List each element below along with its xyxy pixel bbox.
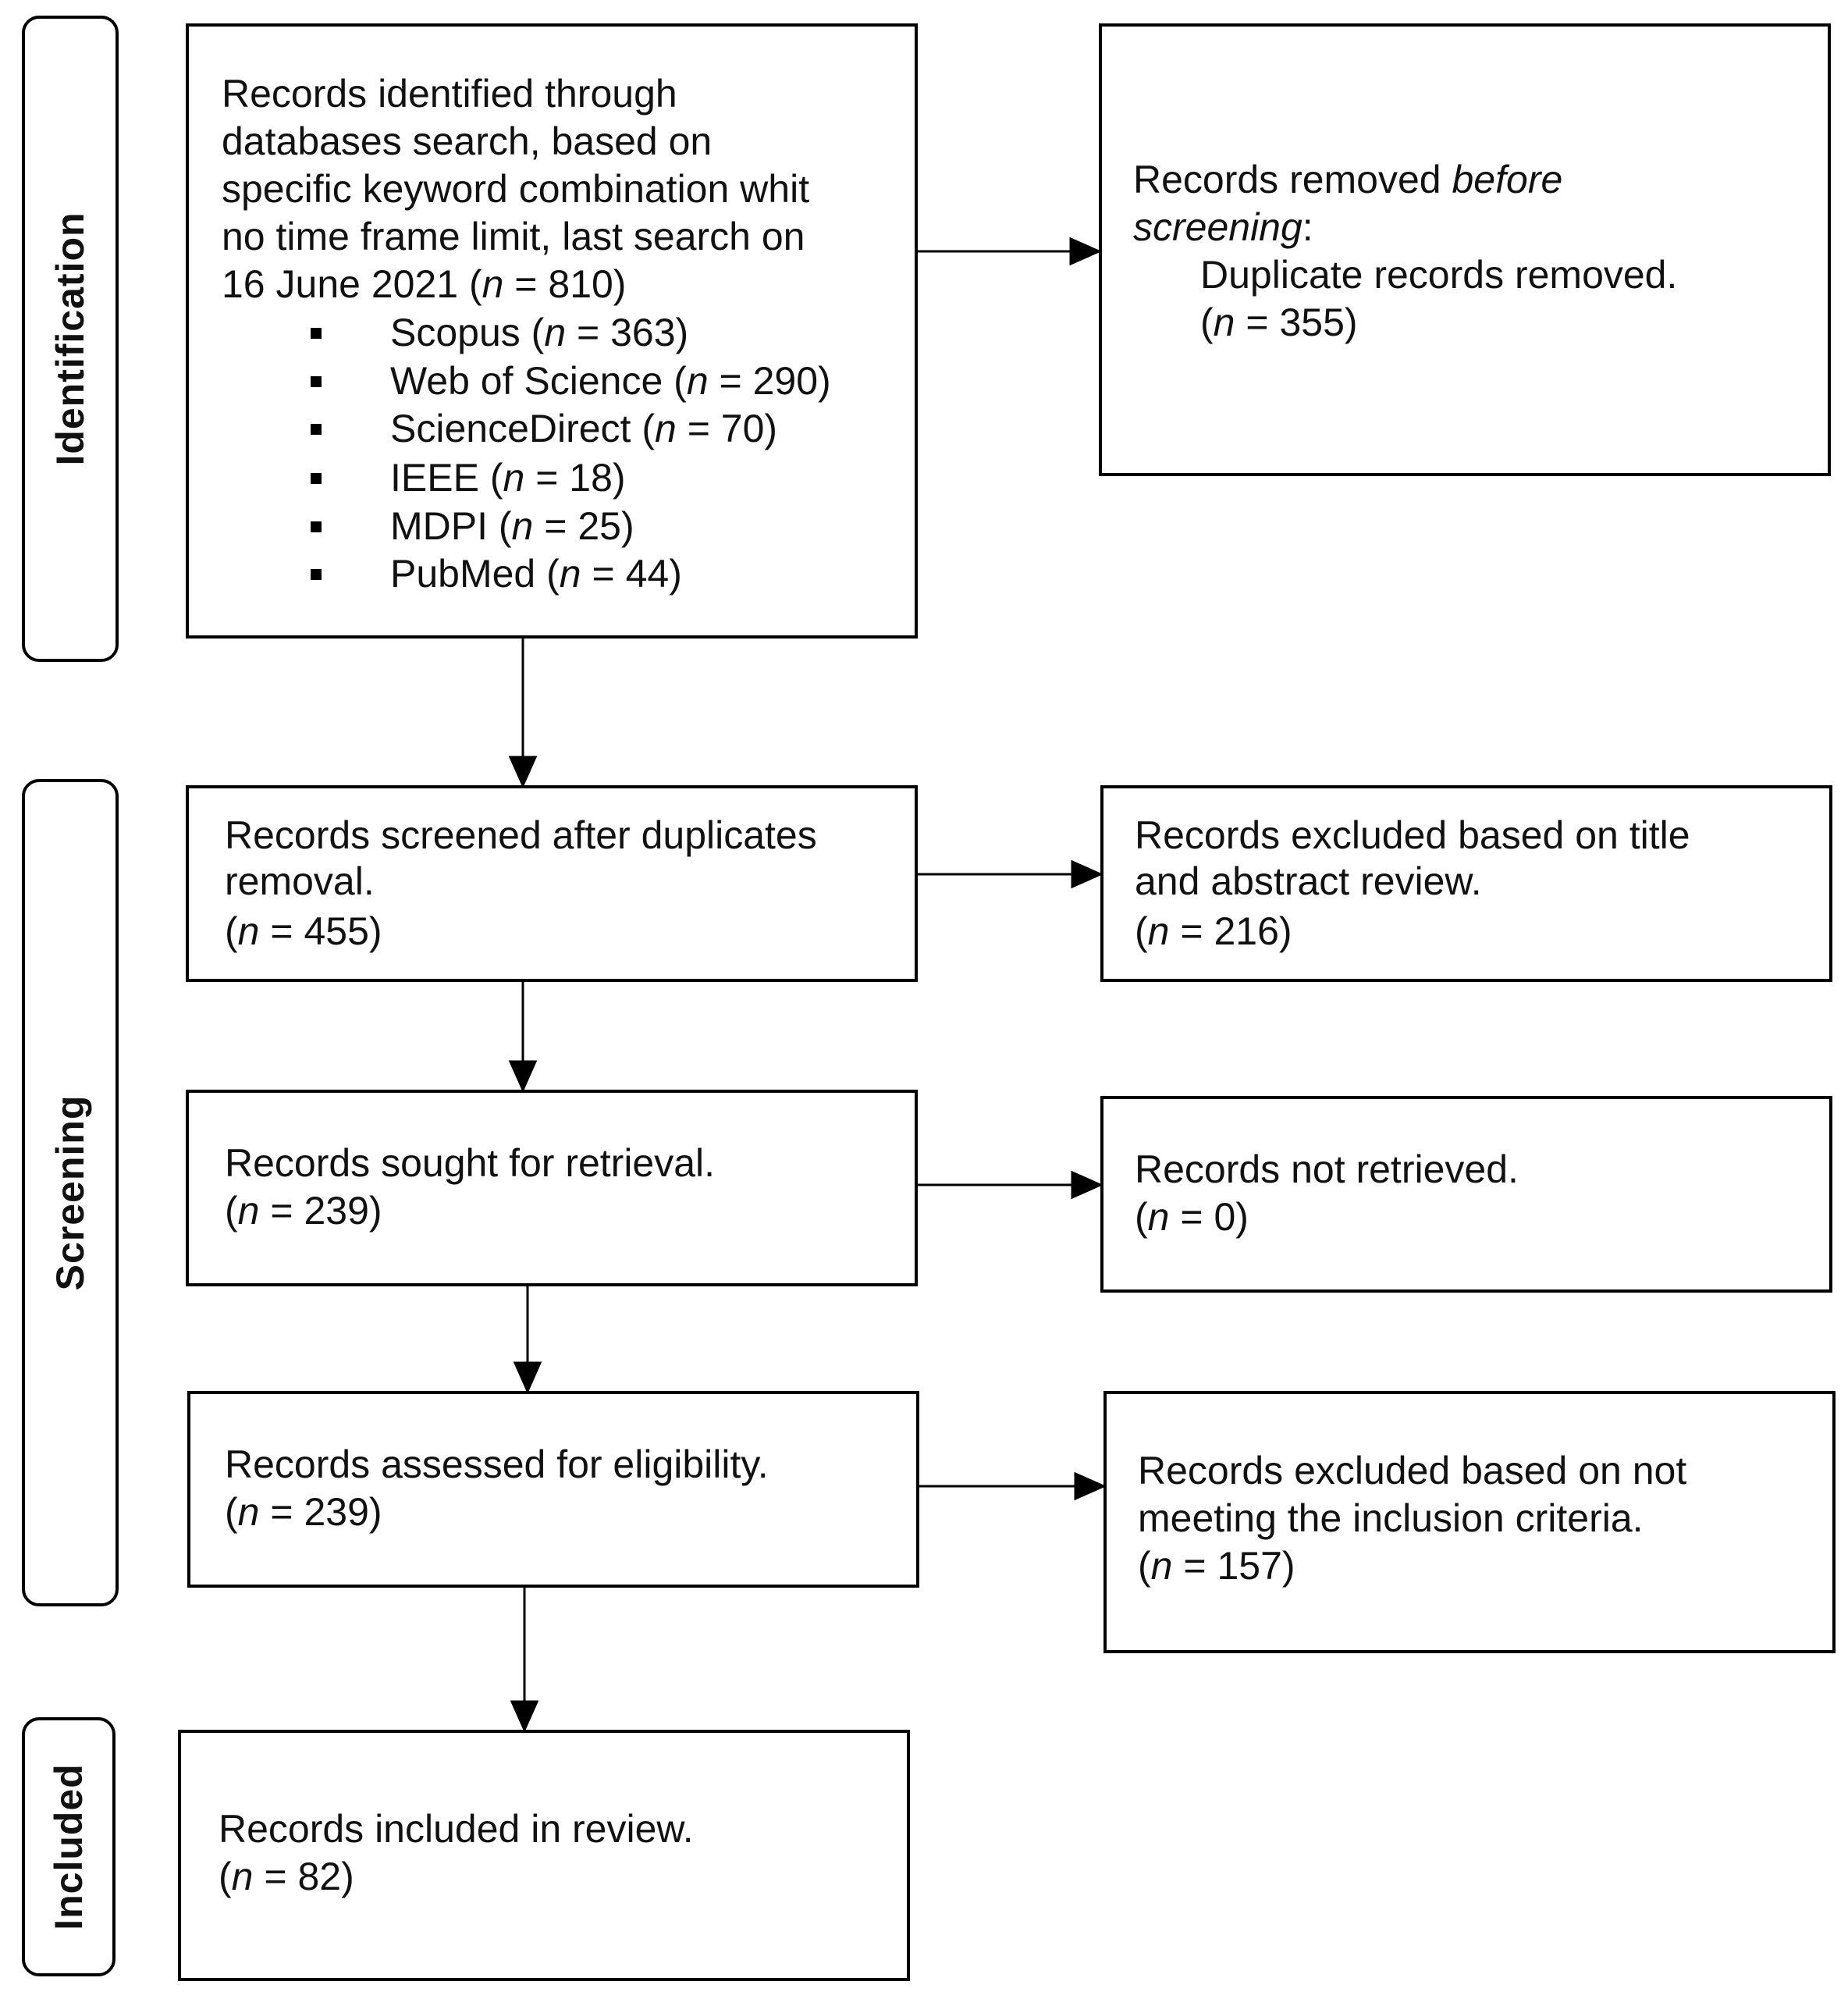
source-pubmed: PubMed (n = 44)	[390, 552, 682, 596]
screened-line-1: Records screened after duplicates	[225, 813, 817, 857]
screened-box	[186, 785, 918, 982]
identification-line-4: no time frame limit, last search on	[222, 215, 805, 258]
identification-line-3: specific keyword combination whit	[222, 167, 810, 211]
identification-box	[186, 23, 918, 639]
sought-line-1: Records sought for retrieval.	[225, 1141, 716, 1185]
excluded-criteria-box	[1103, 1391, 1836, 1653]
bullet-sciencedirect	[311, 424, 322, 435]
included-line-1: Records included in review.	[219, 1807, 694, 1851]
removed-line-3: Duplicate records removed.	[1200, 253, 1678, 297]
excluded-title-line-2: and abstract review.	[1135, 859, 1482, 903]
arrowhead-down-3	[513, 1361, 542, 1394]
bullet-mdpi	[311, 521, 322, 532]
arrowhead-down-2	[508, 1060, 538, 1093]
identification-line-5: 16 June 2021 (n = 810)	[222, 262, 627, 306]
arrowhead-removed	[1069, 237, 1102, 266]
included-count: (n = 82)	[219, 1855, 354, 1898]
assessed-line-1: Records assessed for eligibility.	[225, 1442, 769, 1486]
arrowhead-down-4	[510, 1700, 539, 1733]
not-retrieved-box	[1100, 1096, 1832, 1293]
source-sciencedirect: ScienceDirect (n = 70)	[390, 407, 778, 450]
bullet-web-of-science	[311, 376, 322, 387]
bullet-ieee	[311, 473, 322, 484]
sought-count: (n = 239)	[225, 1189, 382, 1233]
arrowhead-excluded-criteria	[1074, 1471, 1107, 1501]
arrowhead-not-retrieved	[1071, 1170, 1103, 1200]
assessed-box	[187, 1391, 919, 1588]
excluded-criteria-count: (n = 157)	[1138, 1544, 1295, 1588]
sought-box	[186, 1090, 918, 1286]
bullet-pubmed	[311, 569, 322, 580]
excluded-title-count: (n = 216)	[1135, 909, 1292, 953]
excluded-title-line-1: Records excluded based on title	[1135, 813, 1690, 857]
arrowhead-excluded-title	[1071, 859, 1103, 889]
assessed-count: (n = 239)	[225, 1490, 382, 1534]
source-ieee: IEEE (n = 18)	[390, 456, 626, 500]
excluded-title-box	[1100, 785, 1832, 982]
not-retrieved-count: (n = 0)	[1135, 1195, 1249, 1239]
excluded-criteria-line-1: Records excluded based on not	[1138, 1449, 1687, 1492]
source-web-of-science: Web of Science (n = 290)	[390, 359, 831, 403]
included-box	[178, 1730, 910, 1981]
excluded-criteria-line-2: meeting the inclusion criteria.	[1138, 1496, 1644, 1540]
phase-identification: Identification	[22, 16, 119, 662]
removed-before-screening-box	[1099, 23, 1831, 476]
screened-count: (n = 455)	[225, 909, 382, 953]
arrowhead-down-1	[508, 756, 538, 788]
source-mdpi: MDPI (n = 25)	[390, 504, 634, 548]
phase-screening: Screening	[22, 779, 119, 1606]
phase-included: Included	[22, 1717, 116, 1976]
source-scopus: Scopus (n = 363)	[390, 311, 689, 354]
removed-line-2: screening:	[1133, 205, 1313, 249]
removed-count: (n = 355)	[1200, 301, 1358, 344]
removed-line-1: Records removed before	[1133, 158, 1563, 201]
identification-line-1: Records identified through	[222, 72, 677, 116]
screened-line-2: removal.	[225, 859, 375, 903]
identification-line-2: databases search, based on	[222, 119, 713, 163]
not-retrieved-line-1: Records not retrieved.	[1135, 1147, 1519, 1191]
bullet-scopus	[311, 328, 322, 339]
